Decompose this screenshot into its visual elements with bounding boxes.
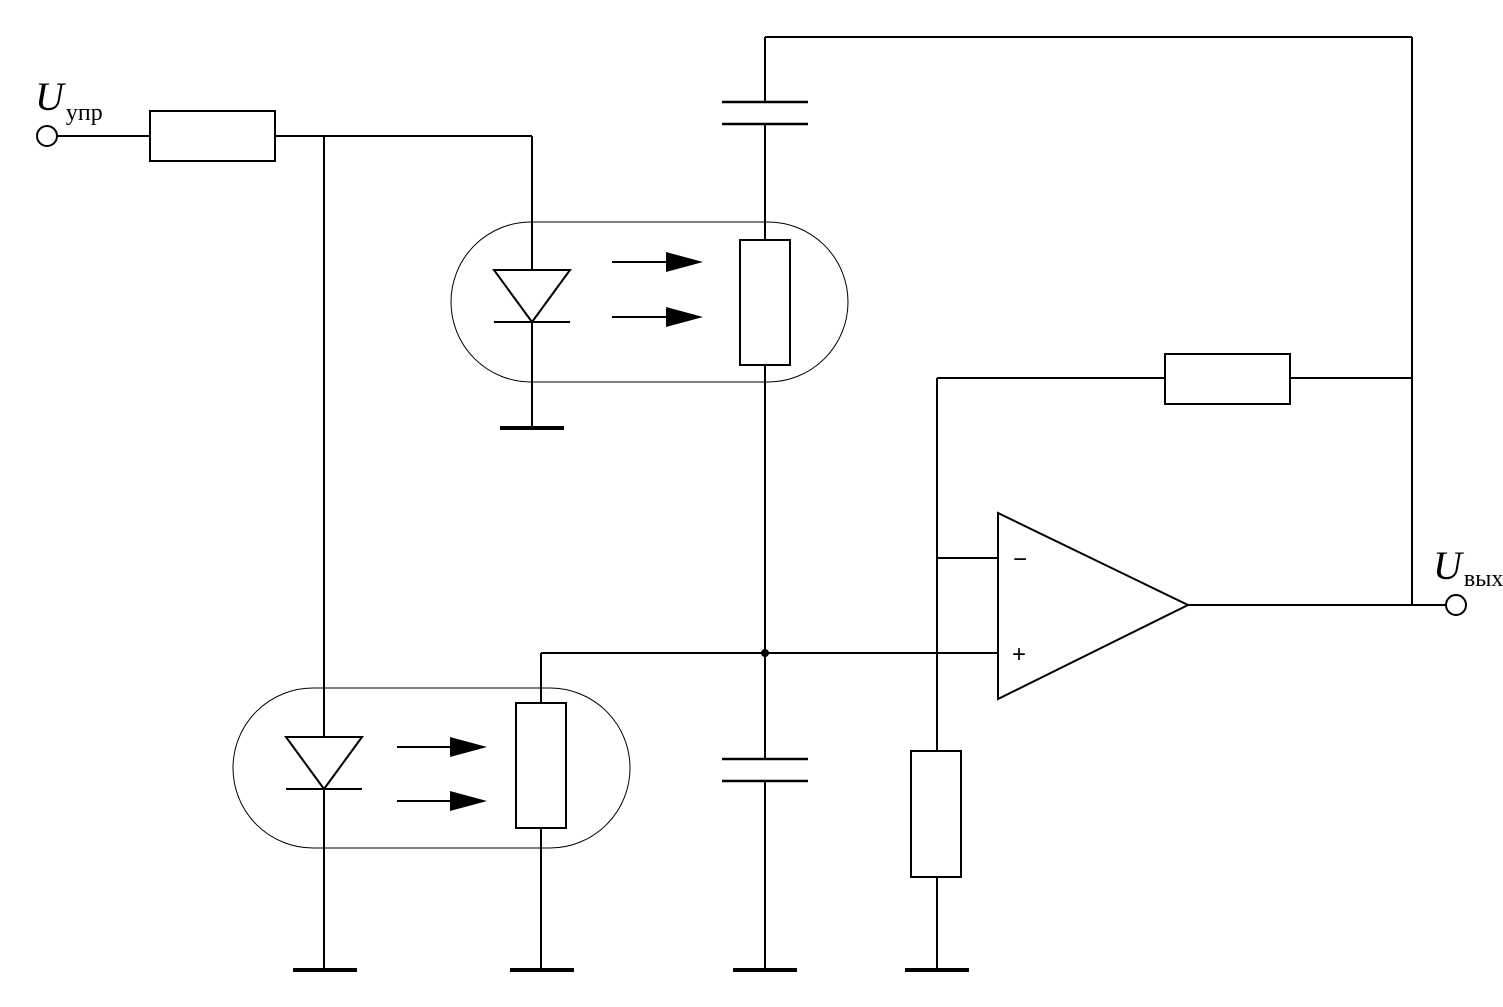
optocoupler-top-light-arrows [612, 252, 703, 327]
feedback-resistor [1164, 353, 1291, 405]
op-amp-body [997, 511, 1191, 701]
optocoupler-top-housing [450, 221, 849, 383]
optocoupler-bottom-led [284, 736, 364, 791]
gain-resistor [910, 750, 962, 878]
input-terminal [36, 125, 58, 147]
output-label: Uвых [1433, 543, 1503, 592]
input-resistor [149, 110, 276, 162]
input-label-subscript: упр [66, 100, 103, 126]
input-label-symbol: U [35, 74, 67, 119]
output-terminal [1445, 594, 1467, 616]
optocoupler-top-photoresistor [739, 239, 791, 366]
capacitor-bottom [722, 757, 808, 783]
optocoupler-top [450, 221, 849, 383]
optocoupler-bottom-photoresistor [515, 702, 567, 829]
output-label-subscript: вых [1464, 566, 1503, 592]
op-amp: − + [997, 511, 1191, 701]
op-amp-plus-sign: + [1012, 641, 1026, 668]
input-label: Uупр [35, 74, 103, 126]
optocoupler-top-led [492, 269, 572, 324]
op-amp-minus-sign: − [1013, 546, 1027, 573]
optocoupler-bottom [232, 687, 631, 849]
optocoupler-bottom-housing [232, 687, 631, 849]
junction-dot [761, 649, 769, 657]
capacitor-top [722, 100, 808, 126]
output-label-symbol: U [1433, 543, 1465, 588]
optocoupler-bottom-light-arrows [397, 737, 487, 811]
